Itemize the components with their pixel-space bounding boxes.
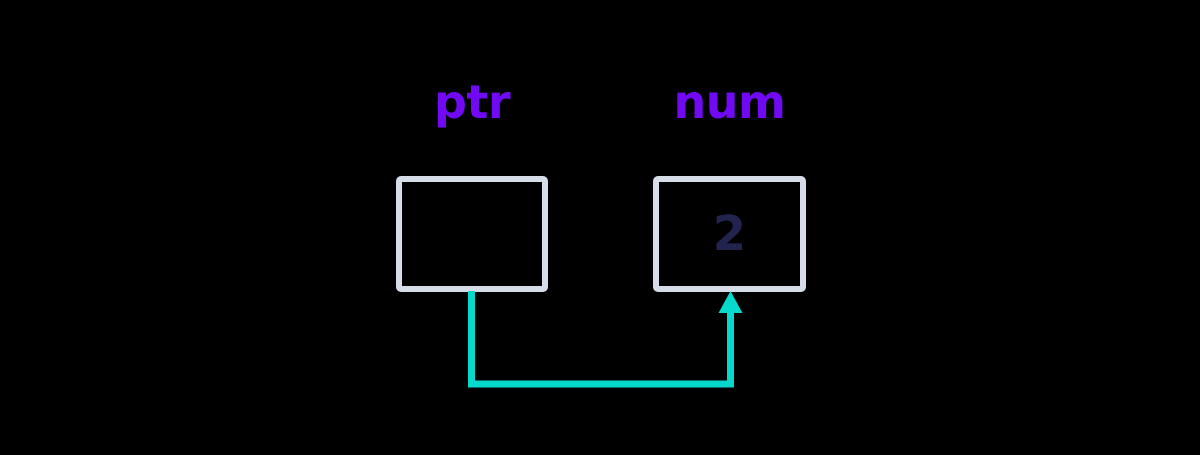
memory-value-num: 2 bbox=[712, 206, 747, 262]
variable-label-num: num bbox=[673, 75, 786, 129]
memory-box-ptr bbox=[396, 176, 548, 292]
pointer-arrow-line bbox=[468, 291, 734, 388]
variable-label-ptr: ptr bbox=[433, 75, 511, 129]
pointer-arrow-head-icon bbox=[718, 291, 743, 313]
memory-box-num: 2 bbox=[653, 176, 806, 292]
